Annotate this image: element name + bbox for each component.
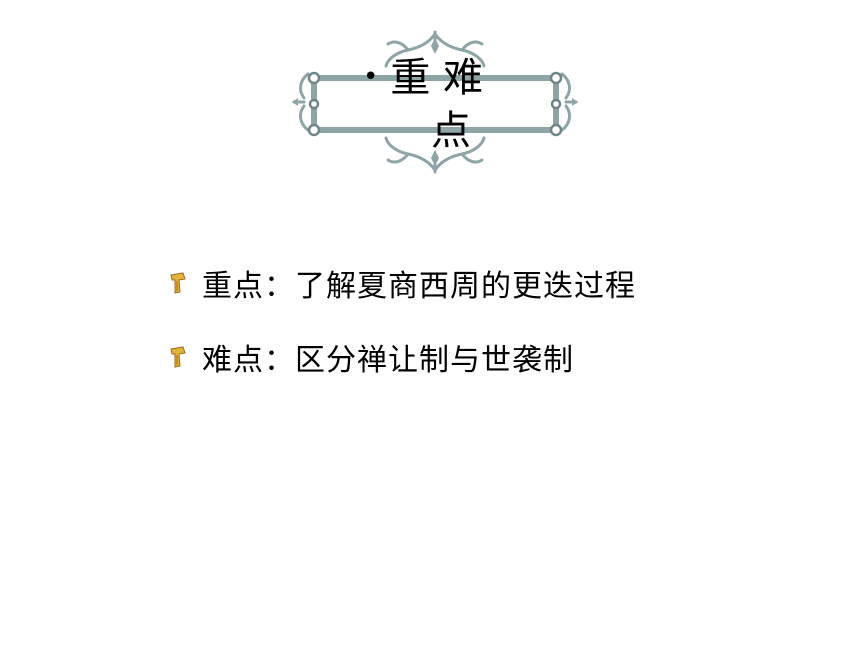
bullet-list: 重点：了解夏商西周的更迭过程 难点：区分禅让制与世袭制 bbox=[168, 260, 636, 408]
item-text: 重点：了解夏商西周的更迭过程 bbox=[202, 269, 636, 304]
item-text: 难点：区分禅让制与世袭制 bbox=[202, 343, 574, 378]
title-line-1: 重 难 bbox=[390, 55, 484, 101]
list-item: 难点：区分禅让制与世袭制 bbox=[168, 334, 636, 380]
list-item: 重点：了解夏商西周的更迭过程 bbox=[168, 260, 636, 306]
title-line-2: 点 bbox=[431, 108, 471, 154]
scroll-bullet-icon bbox=[170, 272, 186, 294]
title-bullet: • bbox=[363, 62, 379, 92]
scroll-bullet-icon bbox=[170, 346, 186, 368]
ornamental-frame bbox=[292, 30, 578, 174]
